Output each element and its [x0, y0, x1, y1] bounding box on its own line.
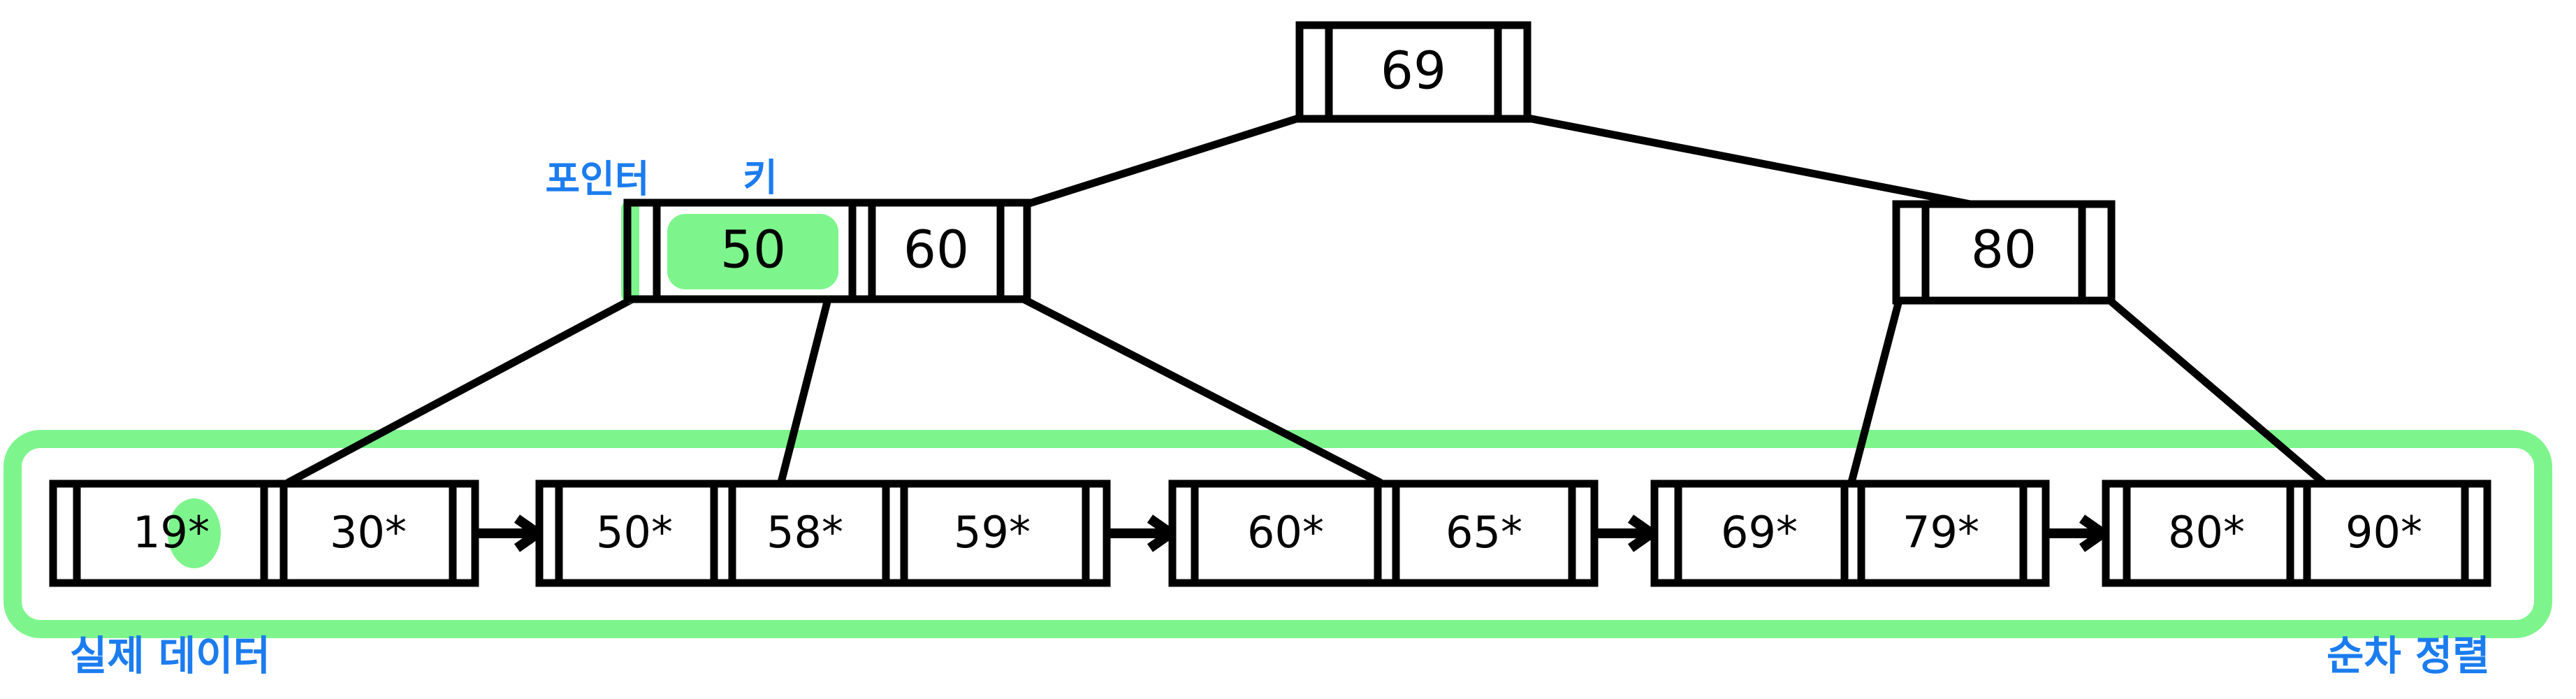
leaf-5-frame: [2102, 480, 2491, 587]
edge-right-internal-to-leaf-4: [1847, 296, 1903, 487]
leaf-4[interactable]: 69* 79*: [1650, 480, 2050, 587]
leaf-1-entry-1: 30*: [330, 507, 407, 558]
bottom-right-annotation-label: 순차 정렬: [2327, 632, 2490, 679]
leaf-2[interactable]: 50* 58* 59*: [535, 480, 1111, 587]
internal-node-left-frame: [623, 199, 1031, 303]
leaf-1[interactable]: 19* 30*: [49, 480, 479, 587]
leaf-2-entry-0: 50*: [596, 507, 673, 558]
edge-root-to-left-internal: [1023, 113, 1305, 208]
internal-node-left-key-1: 60: [903, 220, 969, 280]
edge-right-internal-to-leaf-5: [2106, 296, 2327, 487]
bottom-left-annotation-label: 실제 데이터: [70, 632, 270, 679]
internal-node-left[interactable]: 50 60: [621, 199, 1031, 303]
leaf-chain-arrow-1: [476, 514, 547, 552]
leaf-3-entry-1: 65*: [1446, 507, 1522, 558]
leaf-1-entry-0: 19*: [133, 507, 210, 558]
key-annotation-label: 키: [743, 156, 778, 200]
edge-root-to-right-internal: [1520, 113, 1974, 208]
root-node-frame: [1295, 21, 1531, 123]
leaf-chain-arrow-3: [1596, 514, 1661, 552]
root-node[interactable]: 69: [1295, 21, 1531, 123]
internal-node-left-key-0-highlight: [667, 214, 838, 289]
pointer-annotation-label: 포인터: [545, 157, 649, 201]
leaf-5-entry-1: 90*: [2345, 507, 2422, 558]
leaf-4-entry-0: 69*: [1721, 507, 1798, 558]
leaf-5[interactable]: 80* 90*: [2102, 480, 2491, 587]
leaf-2-entry-2: 59*: [954, 507, 1031, 558]
internal-node-right[interactable]: 80: [1892, 200, 2116, 305]
internal-node-right-frame: [1892, 200, 2116, 305]
root-node-key-0: 69: [1381, 41, 1446, 101]
leaf-3-frame: [1168, 480, 1599, 587]
edge-left-internal-to-leaf-3: [1019, 295, 1384, 487]
leaf-2-frame: [535, 480, 1111, 587]
edge-left-internal-to-leaf-2: [777, 295, 832, 487]
internal-node-right-key-0: 80: [1971, 220, 2037, 280]
leaf-1-entry-0-highlight: [168, 498, 221, 568]
leaf-4-frame: [1650, 480, 2050, 587]
internal-node-left-key-0: 50: [720, 220, 786, 280]
leaf-2-entry-1: 58*: [766, 507, 843, 558]
leaf-3-entry-0: 60*: [1247, 507, 1324, 558]
leaf-4-entry-1: 79*: [1902, 507, 1979, 558]
edge-left-internal-to-leaf-1: [284, 295, 636, 487]
leaf-3[interactable]: 60* 65*: [1168, 480, 1599, 587]
leaf-5-entry-0: 80*: [2168, 507, 2245, 558]
leaf-chain-arrow-4: [2047, 514, 2112, 552]
leaf-chain-arrow-2: [1108, 514, 1180, 552]
leaf-level-highlight-box: [3, 430, 2552, 638]
